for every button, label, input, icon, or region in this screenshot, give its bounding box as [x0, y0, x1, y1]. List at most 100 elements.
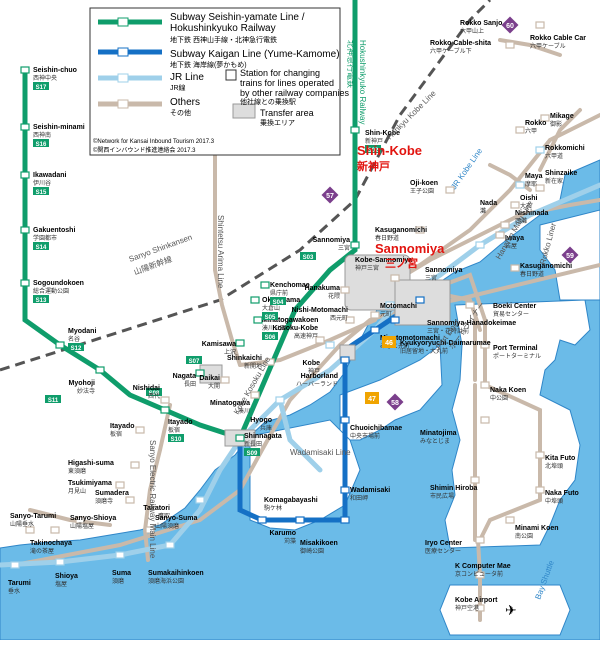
code-badge-bg [270, 297, 286, 305]
station-sumakaihinkoen[interactable] [165, 541, 175, 549]
station-code-badge: S05 [262, 312, 278, 321]
station-nada[interactable] [475, 241, 485, 249]
station-oishi[interactable] [510, 201, 520, 209]
station-label-en: Itayado [168, 419, 193, 426]
station-kita-futo[interactable] [535, 451, 545, 459]
station-kobe[interactable] [325, 341, 335, 349]
station-label-en: Tsukimiyama [68, 480, 112, 487]
station-takatori[interactable] [195, 496, 205, 504]
station-chuoichiba[interactable] [340, 416, 350, 424]
station-seishin-chuo[interactable] [20, 66, 30, 74]
station-itayado-s[interactable] [135, 426, 145, 434]
station-iryo-center[interactable] [475, 536, 485, 544]
station-tsukimiyama[interactable] [115, 481, 125, 489]
station-nishinada[interactable] [500, 221, 510, 229]
station-okurayama[interactable] [250, 296, 260, 304]
station-label-en: Seishin-minami [33, 124, 85, 131]
station-kobe-sannomiya[interactable] [390, 274, 400, 282]
station-minatomotomachi[interactable] [370, 326, 380, 334]
station-label-jp: 京コンピュータ前 [455, 570, 503, 578]
station-minatojima[interactable] [480, 416, 490, 424]
station-kobe-airport[interactable] [475, 604, 485, 612]
station-shioya[interactable] [55, 558, 65, 566]
station-kasuganomichi2[interactable] [510, 264, 520, 272]
station-nishi-motomachi[interactable] [345, 316, 355, 324]
code-badge-text: S10 [171, 437, 182, 443]
badge-shape [386, 393, 404, 411]
station-marker [235, 339, 245, 347]
station-label-jp: 西灘 [515, 217, 527, 225]
station-marker [20, 123, 30, 131]
station-rokko-cable[interactable] [505, 41, 515, 49]
station-shinzaike[interactable] [535, 184, 545, 192]
code-badge-bg [186, 356, 202, 364]
station-marker [20, 226, 30, 234]
station-label-en: Iryo Center [425, 540, 462, 547]
station-kenchomae[interactable] [260, 281, 270, 289]
station-komagabayashi[interactable] [257, 516, 267, 524]
station-label-jp: 湊川 [238, 407, 250, 415]
port-island [444, 299, 591, 549]
station-iwaya[interactable] [495, 231, 505, 239]
station-suma[interactable] [115, 551, 125, 559]
station-label-jp: 大石 [520, 202, 532, 210]
station-label-en: Sannomiya [425, 267, 462, 274]
station-maya[interactable] [515, 181, 525, 189]
station-label-en: Chuoichibamae [350, 425, 402, 432]
station-kyukyoryuchi[interactable] [390, 316, 400, 324]
station-kasuganomichi[interactable] [415, 226, 425, 234]
station-nishidai[interactable] [160, 396, 170, 404]
station-sanyo-tarumi[interactable] [25, 526, 35, 534]
station-karumo[interactable] [295, 516, 305, 524]
station-sumaura[interactable] [125, 496, 135, 504]
line-label-hankyu-kobe: Hankyu Kobe Line [385, 88, 438, 141]
station-label-en: Sannomiya [313, 237, 350, 244]
station-harborland[interactable] [340, 356, 350, 364]
station-nagata[interactable] [195, 369, 205, 377]
station-myohoji[interactable] [95, 366, 105, 374]
station-itayado[interactable] [160, 406, 170, 414]
station-shinkaichi[interactable] [265, 358, 275, 366]
station-minatogawa[interactable] [250, 391, 260, 399]
station-seishin-minami[interactable] [20, 123, 30, 131]
station-takinochaya[interactable] [50, 526, 60, 534]
station-sogoundokoen[interactable] [20, 279, 30, 287]
station-k-computer[interactable] [475, 571, 485, 579]
station-daikai[interactable] [220, 376, 230, 384]
station-kosoku-kobe[interactable] [315, 336, 325, 344]
station-kamisawa[interactable] [235, 339, 245, 347]
station-sanyo-suma[interactable] [145, 526, 155, 534]
station-sannomiya-s[interactable] [350, 241, 360, 249]
station-rokko-sanjo[interactable] [535, 21, 545, 29]
station-tarumi[interactable] [10, 561, 20, 569]
station-sannomiya-hanadokeimae[interactable] [415, 296, 425, 304]
station-ikawadani[interactable] [20, 171, 30, 179]
station-gakuentoshi[interactable] [20, 226, 30, 234]
station-boeki[interactable] [465, 301, 475, 309]
station-shimin-hiroba[interactable] [470, 476, 480, 484]
station-oji-koen[interactable] [445, 186, 455, 194]
station-label-jp: 神戸三宮 [355, 264, 379, 272]
station-naka-futo[interactable] [535, 486, 545, 494]
station-minami-koen[interactable] [505, 516, 515, 524]
station-higashi-suma[interactable] [130, 461, 140, 469]
station-port-terminal[interactable] [480, 341, 490, 349]
station-sannomiya-jr[interactable] [385, 301, 395, 309]
station-minatogawakoen[interactable] [253, 316, 263, 324]
station-rokko[interactable] [515, 126, 525, 134]
code-badge-text: S12 [71, 346, 82, 352]
station-misakikoen[interactable] [340, 516, 350, 524]
station-motomachi[interactable] [370, 311, 380, 319]
station-rokkomichi[interactable] [535, 146, 545, 154]
station-hanakuma[interactable] [340, 286, 350, 294]
station-shinkobe[interactable] [350, 126, 360, 134]
station-marker [340, 516, 350, 524]
station-naka-koen[interactable] [480, 381, 490, 389]
station-marker [535, 451, 545, 459]
station-hyogo[interactable] [275, 396, 285, 404]
station-shinnagata[interactable] [235, 434, 245, 442]
station-myodani[interactable] [55, 341, 65, 349]
station-mikage[interactable] [540, 114, 550, 122]
station-wadamisaki[interactable] [340, 486, 350, 494]
station-sanyo-shioya[interactable] [75, 516, 85, 524]
